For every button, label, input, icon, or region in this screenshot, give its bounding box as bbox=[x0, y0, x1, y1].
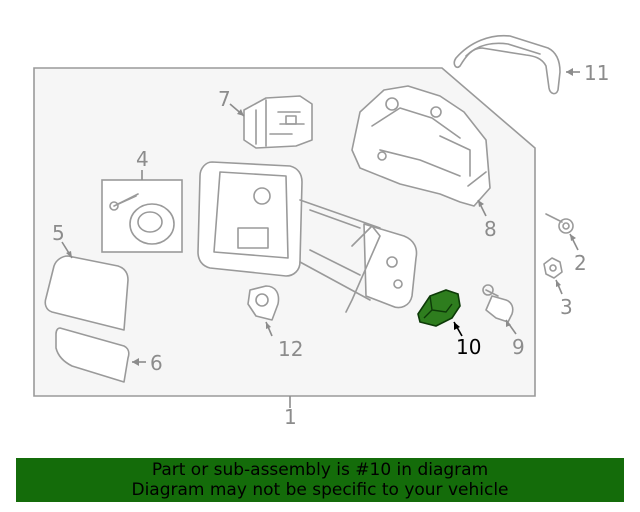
part-11-mirror-cap[interactable] bbox=[453, 34, 561, 95]
mirror-housing[interactable] bbox=[197, 161, 418, 313]
part-7-bracket[interactable] bbox=[243, 95, 313, 149]
banner-line-1: Part or sub-assembly is #10 in diagram bbox=[151, 460, 489, 480]
callout-3: 3 bbox=[560, 295, 573, 319]
callout-1: 1 bbox=[284, 405, 297, 429]
callout-2: 2 bbox=[574, 251, 587, 275]
callout-10: 10 bbox=[456, 335, 481, 359]
callout-5: 5 bbox=[52, 221, 65, 245]
part-12-clip[interactable] bbox=[247, 285, 280, 321]
part-6-lower-glass[interactable] bbox=[55, 327, 130, 383]
part-4-kit-box[interactable] bbox=[101, 179, 183, 253]
disclaimer-banner: Part or sub-assembly is #10 in diagram D… bbox=[16, 458, 624, 502]
part-3-nut[interactable] bbox=[543, 257, 563, 279]
callout-8: 8 bbox=[484, 217, 497, 241]
part-10-highlighted[interactable] bbox=[417, 289, 461, 327]
callout-9: 9 bbox=[512, 335, 525, 359]
part-8-frame[interactable] bbox=[351, 85, 491, 207]
part-2-bolt[interactable] bbox=[545, 213, 574, 234]
callout-7: 7 bbox=[218, 87, 231, 111]
leader-lines bbox=[61, 68, 580, 408]
callout-11: 11 bbox=[584, 61, 609, 85]
parts-diagram: 1 2 3 4 5 6 7 8 9 10 11 12 bbox=[33, 34, 609, 429]
banner-line-2: Diagram may not be specific to your vehi… bbox=[131, 480, 509, 500]
callout-12: 12 bbox=[278, 337, 303, 361]
callout-4: 4 bbox=[136, 147, 149, 171]
callout-6: 6 bbox=[150, 351, 163, 375]
part-9-motor[interactable] bbox=[482, 284, 514, 323]
part-5-mirror-glass[interactable] bbox=[44, 255, 129, 331]
